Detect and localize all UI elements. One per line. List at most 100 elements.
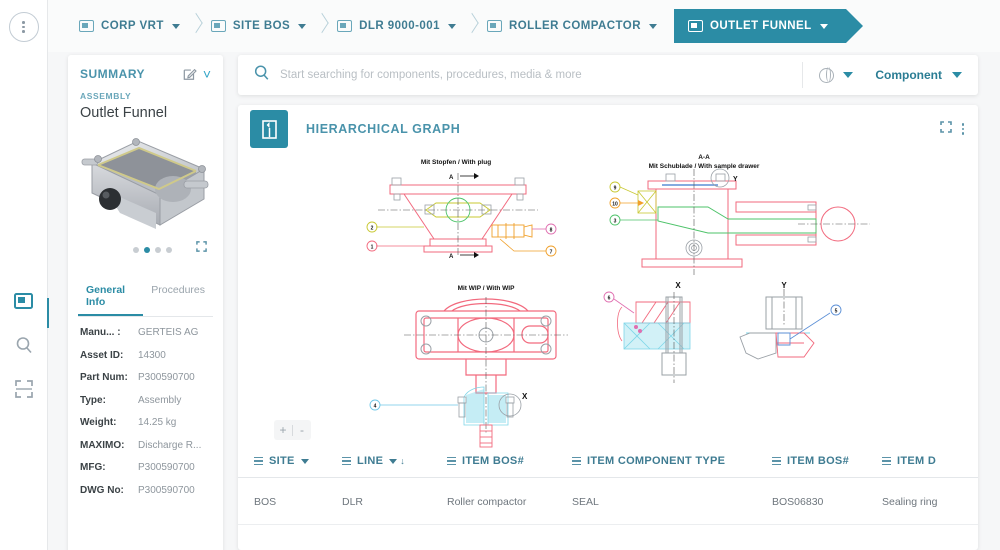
breadcrumb-label: ROLLER COMPACTOR	[508, 20, 641, 32]
breadcrumb-label: CORP VRT	[101, 20, 164, 32]
property-row: Part Num: P300590700	[80, 372, 211, 383]
rail-active-indicator	[47, 298, 49, 328]
column-header-line[interactable]: LINE ↓	[342, 455, 447, 467]
cell-site: BOS	[254, 496, 277, 508]
property-row: Asset ID: 14300	[80, 350, 211, 361]
column-label: ITEM BOS#	[462, 455, 524, 467]
rail-item-panel[interactable]	[13, 290, 35, 312]
property-key: DWG No:	[80, 484, 124, 496]
panel-icon	[79, 20, 94, 32]
zoom-in-button[interactable]: +	[279, 423, 287, 437]
column-header-item-bos-2[interactable]: ITEM BOS#	[772, 455, 882, 467]
cell-item-d: Sealing ring	[882, 496, 938, 508]
table-header-row: SITE LINE ↓ ITEM BOS# ITEM COMPONENT TYP…	[238, 455, 978, 478]
property-key: MFG:	[80, 462, 106, 473]
callout-2: 2	[371, 226, 374, 232]
fullscreen-button[interactable]	[939, 120, 952, 138]
search-input[interactable]	[280, 69, 803, 81]
svg-text:A: A	[449, 175, 454, 181]
property-row: Weight: 14.25 kg	[80, 417, 211, 428]
breadcrumb-item-site-bos[interactable]: SITE BOS	[202, 9, 315, 43]
column-header-item-bos-1[interactable]: ITEM BOS#	[447, 455, 572, 467]
property-value: Assembly	[138, 394, 182, 406]
chevron-down-icon[interactable]: ˅	[202, 66, 211, 82]
panel-icon	[337, 20, 353, 32]
view-title-with-wip: Mit WIP / With WIP	[458, 285, 516, 292]
callout-10: 10	[612, 202, 618, 208]
breadcrumb-label: SITE BOS	[232, 20, 291, 32]
rail-item-search[interactable]	[13, 334, 35, 356]
summary-title: SUMMARY	[80, 67, 146, 81]
property-row: DWG No: P300590700	[80, 485, 211, 496]
property-value: GERTEIS AG	[138, 327, 199, 338]
property-value: P300590700	[138, 372, 195, 383]
rail-item-expand[interactable]	[13, 378, 35, 400]
view-title-with-plug: Mit Stopfen / With plug	[421, 159, 491, 166]
component-thumbnail[interactable]	[76, 129, 215, 252]
column-header-item-component-type[interactable]: ITEM COMPONENT TYPE	[572, 455, 772, 467]
card-badge	[250, 110, 288, 148]
view-title-sample-drawer: Mit Schublade / With sample drawer	[649, 163, 760, 170]
list-icon	[572, 456, 581, 466]
tab-procedures[interactable]: Procedures	[151, 284, 205, 296]
zoom-out-button[interactable]: -	[300, 423, 304, 437]
breadcrumb-bar: CORP VRT SITE BOS DLR 9000-001 ROLLER CO…	[48, 0, 1000, 52]
cell-item-bos-2: BOS06830	[772, 496, 824, 508]
breadcrumb-item-dlr-9000-001[interactable]: DLR 9000-001	[328, 9, 465, 43]
carousel-dot-active[interactable]	[144, 247, 150, 253]
chevron-down-icon[interactable]	[171, 23, 180, 29]
detail-mark-y: Y	[733, 176, 738, 183]
carousel-dot[interactable]	[133, 247, 139, 253]
main-menu-button[interactable]	[8, 12, 39, 42]
expand-thumbnail-button[interactable]	[196, 239, 207, 257]
property-value: 14300	[138, 349, 166, 361]
chevron-down-icon[interactable]	[447, 23, 456, 29]
card-more-button[interactable]	[961, 123, 964, 135]
zoom-controls: + -	[274, 420, 311, 440]
property-key: Part Num:	[80, 372, 128, 383]
technical-drawing[interactable]: Mit Stopfen / With plug A-A Mit Schublad…	[238, 147, 978, 477]
search-icon	[16, 337, 32, 354]
search-type-dropdown[interactable]: Component	[869, 68, 978, 82]
sort-desc-icon: ↓	[400, 456, 406, 466]
chevron-down-icon[interactable]	[298, 23, 307, 29]
callout-3: 3	[614, 219, 617, 225]
breadcrumb-item-roller-compactor[interactable]: ROLLER COMPACTOR	[478, 9, 666, 43]
property-value: P300590700	[138, 484, 195, 496]
detail-mark-x: X	[522, 392, 528, 401]
engineering-drawing-svg: Mit Stopfen / With plug A-A Mit Schublad…	[366, 154, 870, 448]
summary-component-name: Outlet Funnel	[80, 105, 168, 121]
thumbnail-carousel	[68, 239, 223, 261]
callout-4: 4	[374, 404, 377, 410]
rail-icon-list	[13, 290, 35, 400]
table-row[interactable]: BOS DLR Roller compactor SEAL BOS06830 S…	[238, 478, 978, 525]
edit-icon[interactable]	[183, 67, 197, 81]
search-icon	[254, 64, 270, 86]
cell-item-component-type: SEAL	[572, 496, 599, 508]
card-header: HIERARCHICAL GRAPH	[238, 105, 978, 153]
vertical-dots-icon	[22, 21, 25, 33]
search-bar: Component	[238, 55, 978, 95]
chevron-down-icon[interactable]	[819, 23, 828, 29]
breadcrumb-item-outlet-funnel[interactable]: OUTLET FUNNEL	[656, 9, 863, 43]
column-header-item-d[interactable]: ITEM D	[882, 455, 972, 467]
property-list: Manu... : GERTEIS AG Asset ID: 14300 Par…	[68, 317, 223, 496]
outlet-funnel-render	[81, 138, 209, 229]
breadcrumb-item-corp-vrt[interactable]: CORP VRT	[70, 9, 189, 43]
carousel-dot[interactable]	[155, 247, 161, 253]
property-key: MAXIMO:	[80, 439, 125, 451]
fullscreen-icon	[939, 121, 952, 133]
column-header-site[interactable]: SITE	[254, 455, 342, 467]
carousel-dot[interactable]	[166, 247, 172, 253]
chevron-down-icon[interactable]	[648, 23, 657, 29]
search-scope-globe-dropdown[interactable]	[803, 67, 869, 83]
expand-icon	[14, 380, 33, 398]
view-title-aa: A-A	[698, 154, 710, 161]
globe-icon	[819, 67, 835, 83]
callout-8: 8	[550, 228, 553, 234]
summary-panel: SUMMARY ˅ ASSEMBLY Outlet Funnel	[68, 55, 223, 550]
callout-6: 6	[608, 296, 611, 302]
tab-general-info[interactable]: General Info	[78, 279, 144, 316]
property-key: Asset ID:	[80, 349, 124, 361]
